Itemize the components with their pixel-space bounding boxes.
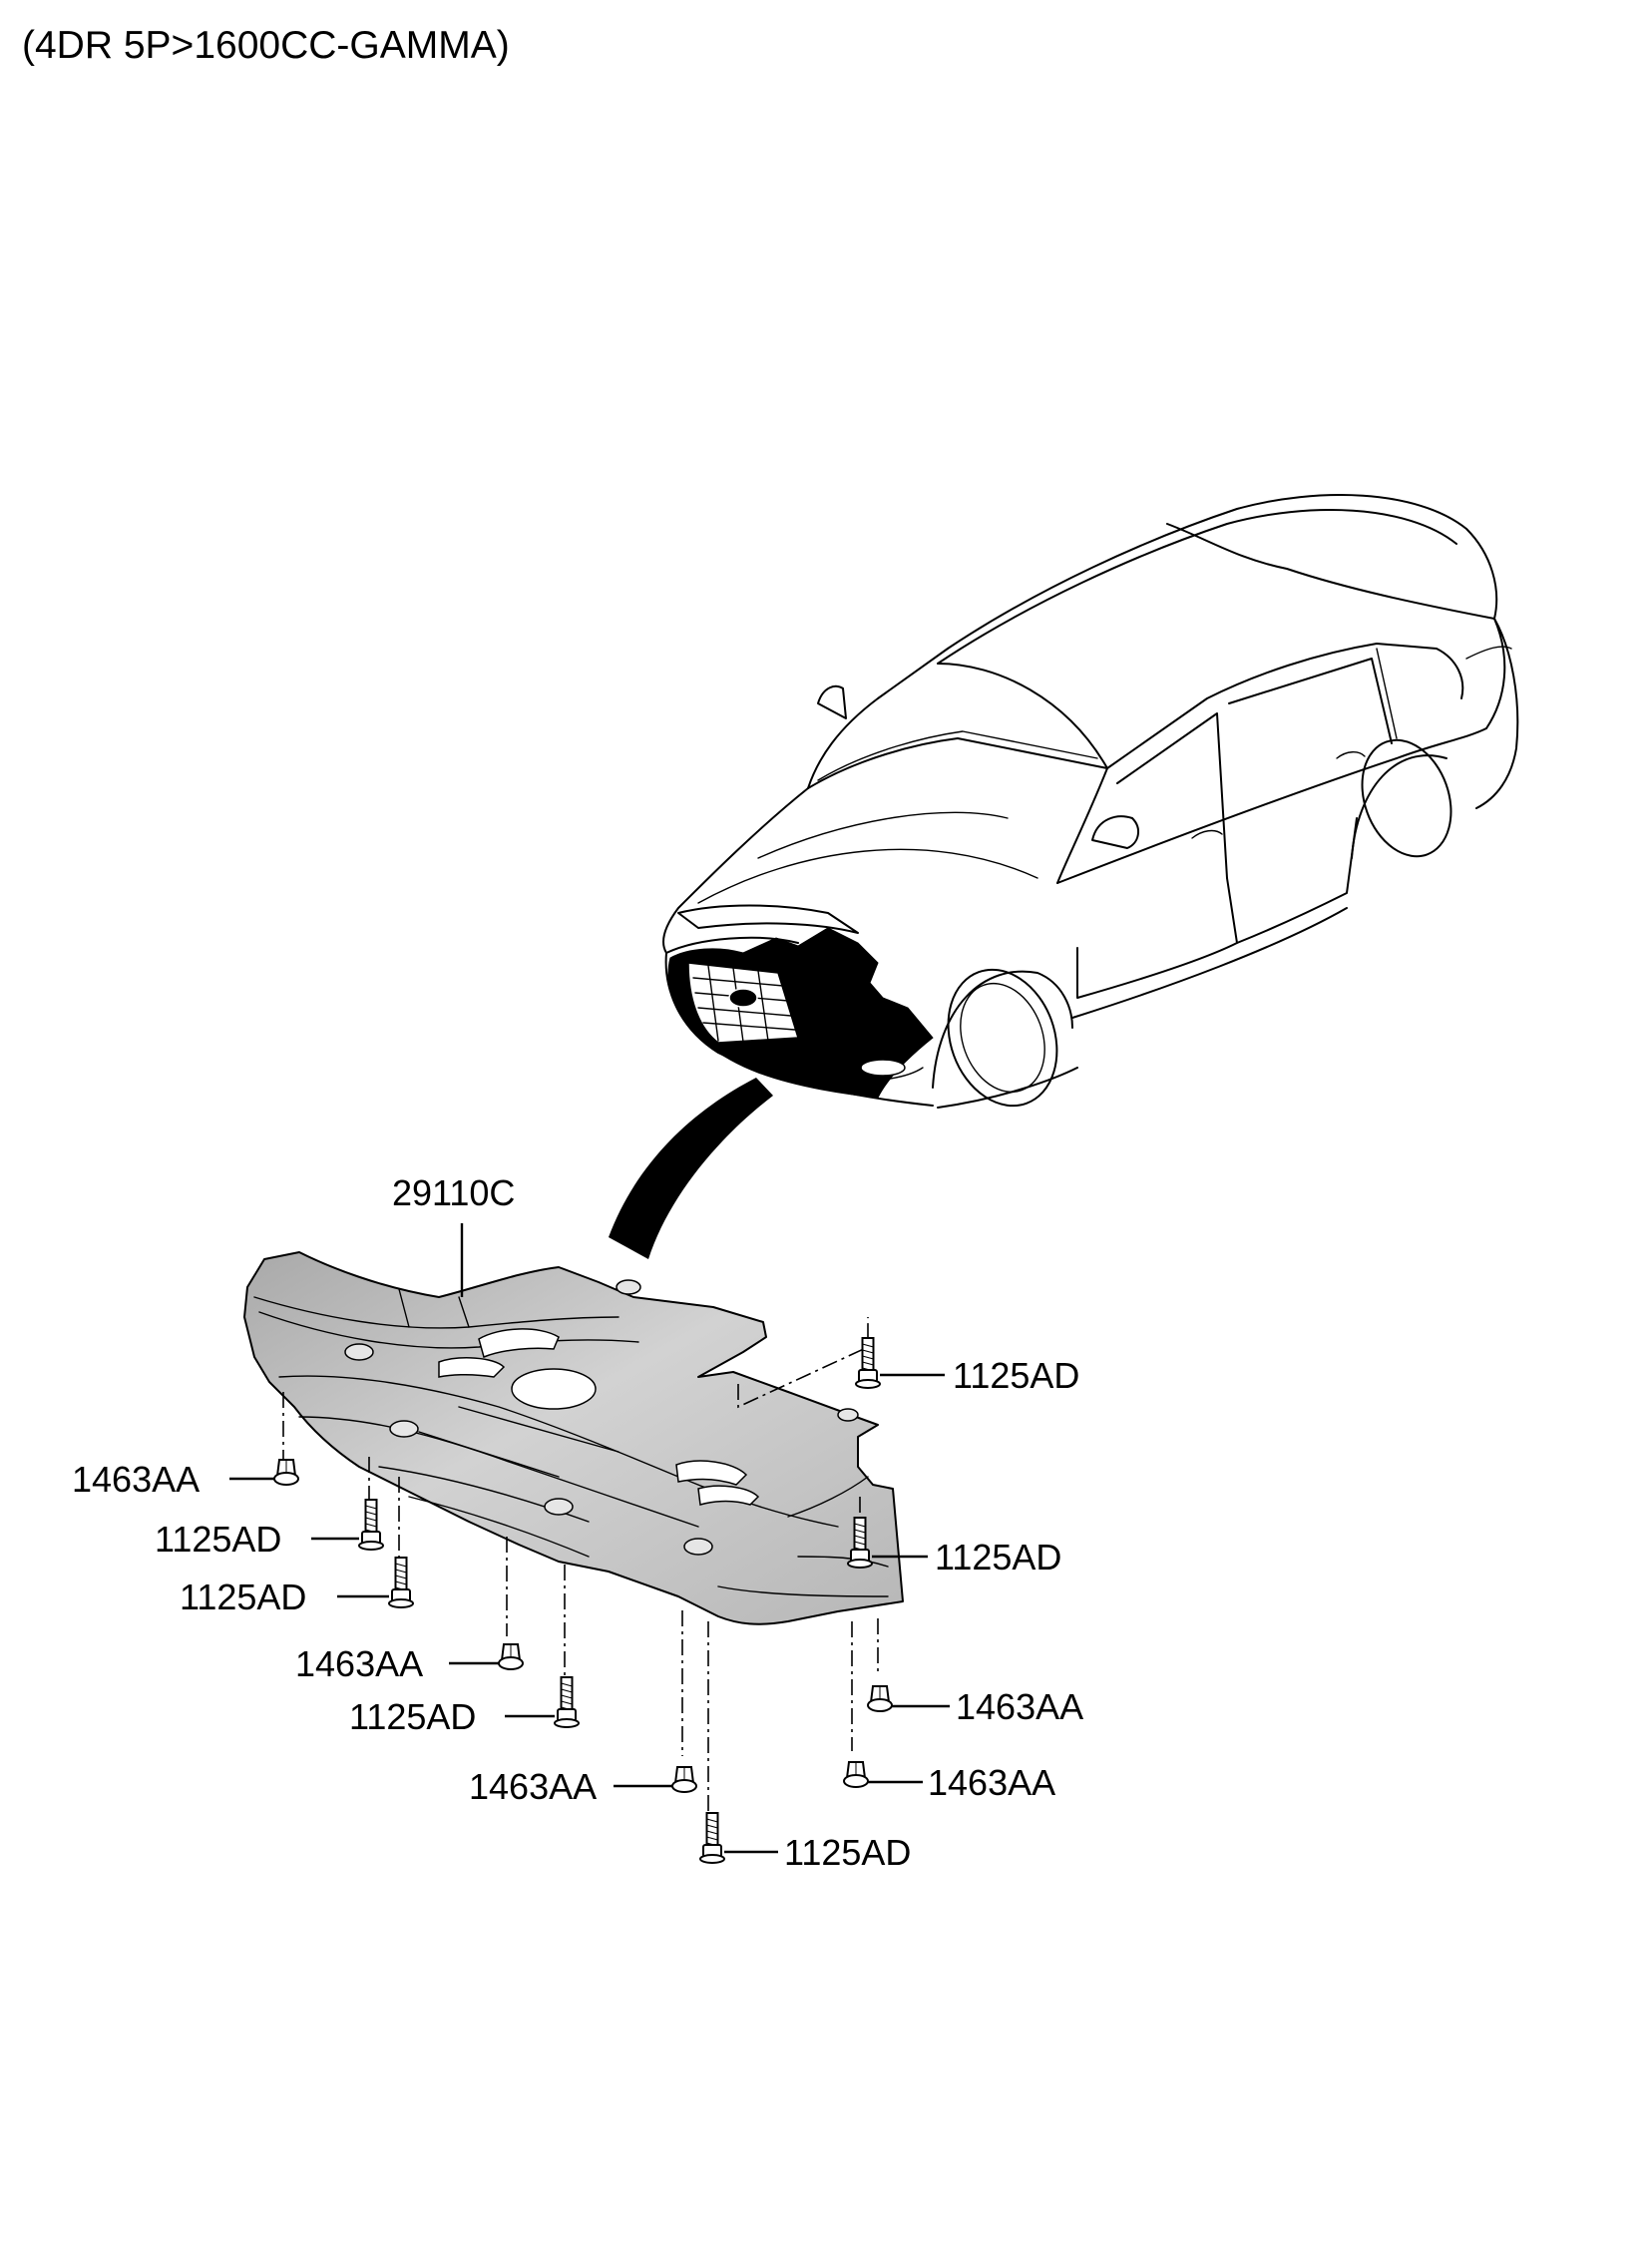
part-label-clip: 1463AA: [469, 1766, 597, 1807]
part-label-panel: 29110C: [392, 1172, 515, 1213]
part-label-bolt: 1125AD: [155, 1519, 281, 1560]
callout-pointer-arrow: [609, 1078, 773, 1259]
part-label-clip: 1463AA: [295, 1643, 423, 1684]
bolt-icon: [554, 1676, 580, 1728]
part-labels: 29110C 1125AD 1463AA 1125AD 1125AD 1125A…: [72, 1172, 1083, 1873]
bolt-icon: [855, 1337, 881, 1389]
bolt-icon: [388, 1557, 414, 1608]
clip-icon: [843, 1761, 869, 1788]
clip-icon: [498, 1643, 524, 1670]
bolt-icon: [358, 1499, 384, 1551]
clip-icon: [273, 1459, 299, 1486]
part-label-bolt: 1125AD: [349, 1696, 476, 1737]
part-label-bolt: 1125AD: [784, 1832, 911, 1873]
part-label-clip: 1463AA: [72, 1459, 200, 1500]
bolt-icon: [699, 1812, 725, 1864]
clip-icon: [671, 1766, 697, 1793]
part-label-bolt: 1125AD: [935, 1537, 1061, 1578]
diagram-title: (4DR 5P>1600CC-GAMMA): [22, 24, 510, 67]
part-label-clip: 1463AA: [928, 1762, 1055, 1803]
part-label-bolt: 1125AD: [953, 1355, 1079, 1396]
vehicle-sedan-icon: [662, 494, 1519, 1109]
under-cover-panel: [243, 1251, 904, 1625]
part-label-clip: 1463AA: [956, 1686, 1083, 1727]
assembly-centerlines: [282, 1317, 879, 1811]
leader-lines: [229, 1223, 950, 1854]
clip-icon: [867, 1685, 893, 1712]
part-label-bolt: 1125AD: [180, 1577, 306, 1617]
